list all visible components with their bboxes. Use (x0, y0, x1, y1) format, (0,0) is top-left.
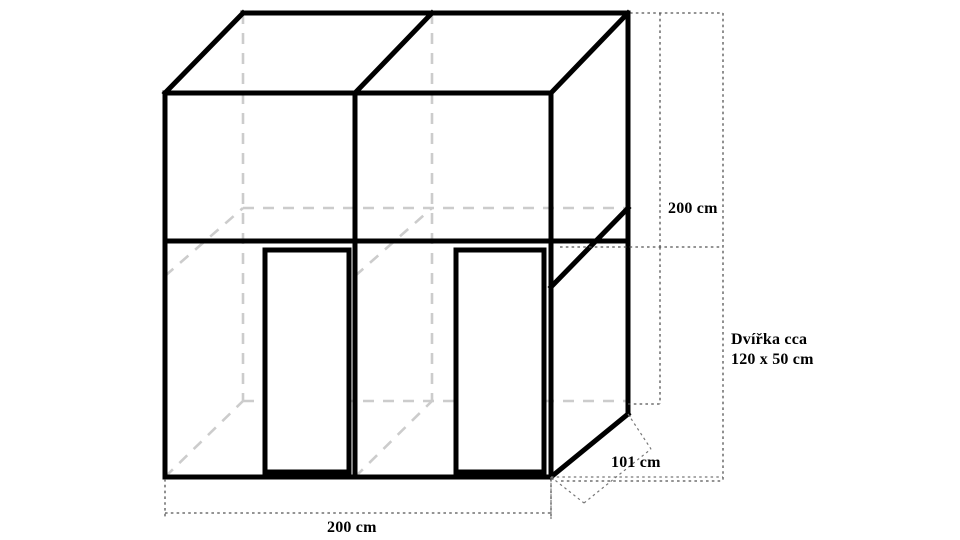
width-dimension-label: 200 cm (327, 519, 377, 536)
height-dimension-label: 200 cm (668, 200, 718, 217)
door-left-glass (269, 254, 345, 468)
door-dimension-label: Dvířka cca 120 x 50 cm (731, 331, 814, 368)
doors-group (262, 247, 547, 475)
bottom-right-diagonal (547, 410, 632, 481)
dim-ext-depth-front (550, 476, 585, 504)
hidden-diagonal-left-upper (164, 207, 244, 277)
depth-dimension-label: 101 cm (611, 454, 661, 471)
hidden-diagonal-middle-upper (354, 207, 433, 277)
dimension-lines-group (164, 12, 724, 519)
hidden-diagonal-left-lower (164, 400, 244, 478)
solid-edges-group (161, 9, 632, 481)
top-face-right-diagonal (547, 9, 632, 97)
door-right-glass (460, 254, 540, 468)
dim-ext-depth-rear (627, 413, 652, 450)
top-face-middle-diagonal (351, 9, 436, 97)
hidden-diagonal-middle-lower (354, 400, 433, 478)
top-face-left-diagonal (161, 9, 247, 97)
